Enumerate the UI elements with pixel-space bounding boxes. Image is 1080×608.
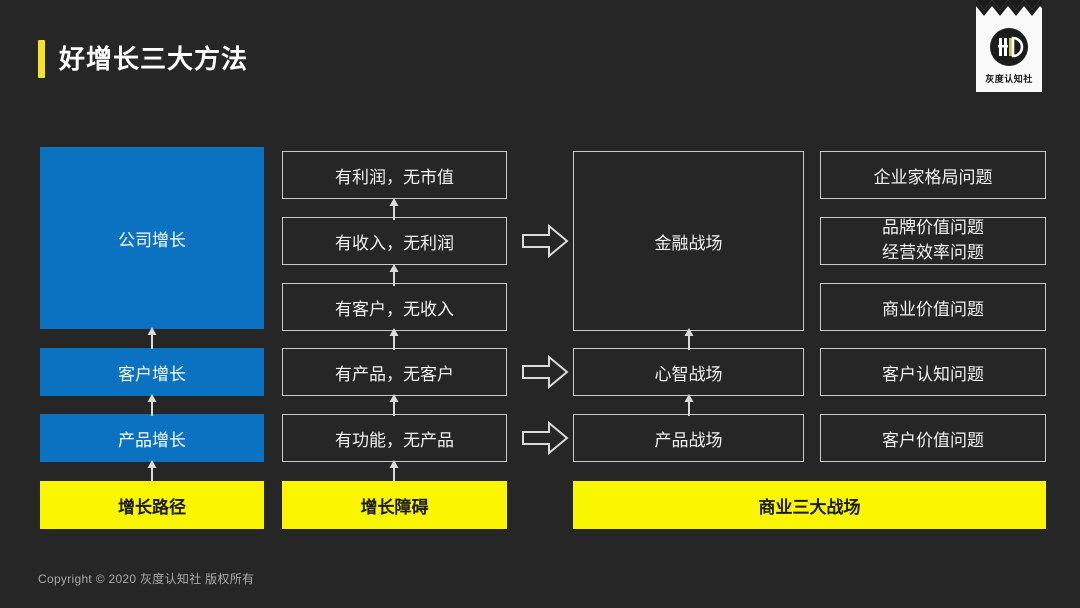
problem-line-1: 品牌价值问题: [882, 218, 984, 238]
battlefield-finance[interactable]: 金融战场: [573, 151, 804, 331]
barrier-feature-no-product[interactable]: 有功能，无产品: [282, 414, 507, 462]
barrier-profit-no-marketcap[interactable]: 有利润，无市值: [282, 151, 507, 199]
up-arrow-icon: [389, 198, 399, 220]
growth-path-company[interactable]: 公司增长: [40, 147, 264, 329]
barrier-product-no-customer[interactable]: 有产品，无客户: [282, 348, 507, 396]
title-accent-bar: [38, 40, 45, 78]
growth-path-customer[interactable]: 客户增长: [40, 348, 264, 396]
growth-path-product[interactable]: 产品增长: [40, 414, 264, 462]
up-arrow-icon: [389, 328, 399, 350]
page-title: 好增长三大方法: [38, 40, 248, 78]
legend-three-battlefields: 商业三大战场: [573, 481, 1046, 529]
problem-customer-value[interactable]: 客户价值问题: [820, 414, 1046, 462]
barrier-customer-no-revenue[interactable]: 有客户，无收入: [282, 283, 507, 331]
problem-business-value[interactable]: 商业价值问题: [820, 283, 1046, 331]
right-arrow-icon: [522, 354, 569, 390]
legend-growth-barrier: 增长障碍: [282, 481, 507, 529]
up-arrow-icon: [389, 264, 399, 286]
footer-copyright: Copyright © 2020 灰度认知社 版权所有: [38, 572, 255, 586]
up-arrow-icon: [147, 327, 157, 349]
brand-logo: 灰度认知社: [976, 0, 1042, 92]
logo-zigzag-icon: [976, 0, 1042, 16]
battlefield-product[interactable]: 产品战场: [573, 414, 804, 462]
problem-brand-and-efficiency[interactable]: 品牌价值问题 经营效率问题: [820, 217, 1046, 265]
logo-name: 灰度认知社: [985, 74, 1033, 84]
page-title-text: 好增长三大方法: [59, 44, 249, 74]
battlefield-mind[interactable]: 心智战场: [573, 348, 804, 396]
up-arrow-icon: [389, 394, 399, 416]
problem-entrepreneur-vision[interactable]: 企业家格局问题: [820, 151, 1046, 199]
up-arrow-icon: [684, 328, 694, 350]
logo-emblem-icon: [990, 28, 1028, 66]
barrier-revenue-no-profit[interactable]: 有收入，无利润: [282, 217, 507, 265]
up-arrow-icon: [147, 460, 157, 482]
problem-line-2: 经营效率问题: [882, 243, 984, 262]
right-arrow-icon: [522, 223, 569, 259]
problem-customer-cognition[interactable]: 客户认知问题: [820, 348, 1046, 396]
right-arrow-icon: [522, 420, 569, 456]
up-arrow-icon: [684, 394, 694, 416]
up-arrow-icon: [389, 460, 399, 482]
legend-growth-path: 增长路径: [40, 481, 264, 529]
up-arrow-icon: [147, 394, 157, 416]
